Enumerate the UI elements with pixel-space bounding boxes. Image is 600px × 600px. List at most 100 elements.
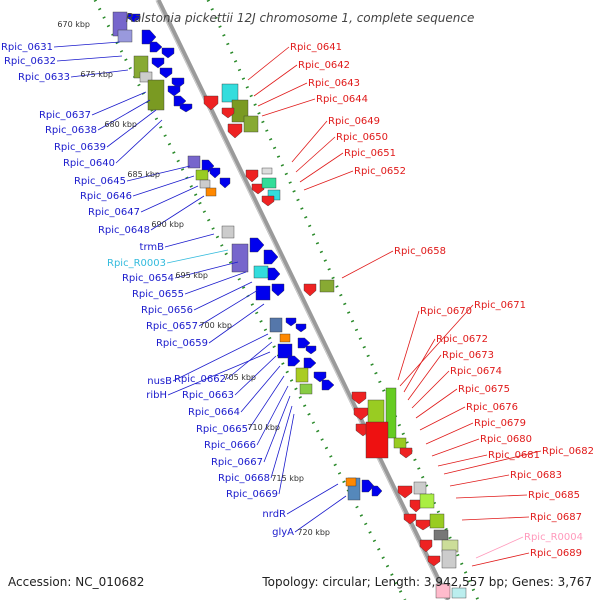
gene-feature-block	[127, 13, 141, 23]
gene-label-rpic-0681[interactable]: Rpic_0681	[488, 450, 540, 461]
gene-feature-block	[433, 529, 449, 541]
gene-label-ribh[interactable]: ribH	[146, 390, 167, 401]
leader-line	[253, 64, 298, 97]
gene-label-trmb[interactable]: trmB	[140, 242, 165, 253]
leader-line	[443, 450, 542, 475]
gene-features	[112, 11, 467, 599]
gene-label-rpic-0657[interactable]: Rpic_0657	[146, 321, 198, 332]
gene-label-rpic-0662[interactable]: Rpic_0662	[174, 374, 226, 385]
gene-label-rpic-0632[interactable]: Rpic_0632	[4, 56, 56, 67]
leader-line	[291, 120, 328, 163]
gene-label-rpic-0640[interactable]: Rpic_0640	[63, 158, 115, 169]
gene-feature-block	[263, 249, 279, 265]
gene-label-rpic-0658[interactable]: Rpic_0658	[394, 246, 446, 257]
gene-label-rpic-0647[interactable]: Rpic_0647	[88, 207, 140, 218]
gene-label-rpic-0676[interactable]: Rpic_0676	[466, 402, 518, 413]
gene-feature-block	[231, 243, 249, 273]
kbp-tick-label: 705 kbp	[223, 373, 256, 382]
leader-line	[407, 354, 442, 401]
gene-label-rpic-0655[interactable]: Rpic_0655	[132, 289, 184, 300]
gene-label-rpic-0659[interactable]: Rpic_0659	[156, 338, 208, 349]
gene-label-rpic-0663[interactable]: Rpic_0663	[182, 390, 234, 401]
leader-line	[415, 388, 458, 419]
gene-label-rpic-0670[interactable]: Rpic_0670	[420, 306, 472, 317]
leader-line	[198, 289, 259, 327]
gene-label-rpic-0675[interactable]: Rpic_0675	[458, 384, 510, 395]
gene-label-rpic-r0004[interactable]: Rpic_R0004	[524, 532, 583, 543]
gene-label-rpic-0674[interactable]: Rpic_0674	[450, 366, 502, 377]
gene-label-glya[interactable]: glyA	[272, 527, 294, 538]
gene-label-rpic-0651[interactable]: Rpic_0651	[344, 148, 396, 159]
gene-label-rpic-0648[interactable]: Rpic_0648	[98, 225, 150, 236]
leader-line	[56, 55, 123, 62]
gene-feature-block	[173, 95, 187, 107]
gene-label-rpic-0650[interactable]: Rpic_0650	[336, 132, 388, 143]
gene-feature-block	[419, 493, 435, 509]
gene-feature-block	[261, 177, 277, 189]
gene-label-rpic-0645[interactable]: Rpic_0645	[74, 176, 126, 187]
gene-feature-block	[139, 71, 153, 83]
kbp-tick-label: 700 kbp	[199, 321, 232, 330]
gene-feature-block	[277, 343, 293, 359]
label-leader-lines	[53, 41, 542, 567]
gene-feature-block	[171, 77, 185, 89]
gene-label-rpic-0646[interactable]: Rpic_0646	[80, 191, 132, 202]
gene-label-rpic-0683[interactable]: Rpic_0683	[510, 470, 562, 481]
gene-label-rpic-0685[interactable]: Rpic_0685	[528, 490, 580, 501]
leader-line	[172, 333, 269, 382]
gene-label-rpic-0664[interactable]: Rpic_0664	[188, 407, 240, 418]
leader-line	[248, 375, 285, 430]
gene-feature-block	[219, 177, 231, 189]
topology-text: Topology: circular; Length: 3,942,557 bp…	[261, 575, 592, 589]
leader-line	[261, 98, 316, 117]
gene-label-rpic-0639[interactable]: Rpic_0639	[54, 142, 106, 153]
gene-label-rpic-0641[interactable]: Rpic_0641	[290, 42, 342, 53]
gene-label-rpic-0633[interactable]: Rpic_0633	[18, 72, 70, 83]
gene-label-rpic-0667[interactable]: Rpic_0667	[211, 457, 263, 468]
gene-label-rpic-0680[interactable]: Rpic_0680	[480, 434, 532, 445]
leader-line	[247, 46, 290, 81]
leader-line	[341, 250, 394, 279]
gene-label-rpic-0652[interactable]: Rpic_0652	[354, 166, 406, 177]
gene-label-rpic-0682[interactable]: Rpic_0682	[542, 446, 594, 457]
gene-label-rpic-r0003[interactable]: Rpic_R0003	[107, 258, 166, 269]
gene-label-rpic-0673[interactable]: Rpic_0673	[442, 350, 494, 361]
gene-label-rpic-0644[interactable]: Rpic_0644	[316, 94, 368, 105]
gene-feature-block	[205, 187, 217, 197]
leader-line	[193, 281, 253, 311]
gene-label-rpic-0654[interactable]: Rpic_0654	[122, 273, 174, 284]
gene-label-rpic-0638[interactable]: Rpic_0638	[45, 125, 97, 136]
gene-label-rpic-0668[interactable]: Rpic_0668	[218, 473, 270, 484]
gene-label-nrdr[interactable]: nrdR	[262, 509, 286, 520]
gene-label-rpic-0631[interactable]: Rpic_0631	[1, 42, 53, 53]
gene-feature-block	[351, 391, 367, 405]
gene-label-rpic-0643[interactable]: Rpic_0643	[308, 78, 360, 89]
leader-line	[411, 370, 450, 409]
gene-label-rpic-0687[interactable]: Rpic_0687	[530, 512, 582, 523]
gene-label-rpic-0665[interactable]: Rpic_0665	[196, 424, 248, 435]
gene-feature-block	[203, 95, 219, 111]
gene-label-rpic-0642[interactable]: Rpic_0642	[298, 60, 350, 71]
gene-label-rpic-0671[interactable]: Rpic_0671	[474, 300, 526, 311]
gene-feature-block	[187, 155, 201, 169]
leader-line	[91, 91, 147, 116]
gene-feature-block	[287, 355, 301, 367]
gene-label-rpic-0689[interactable]: Rpic_0689	[530, 548, 582, 559]
gene-feature-block	[361, 479, 375, 493]
gene-label-rpic-0669[interactable]: Rpic_0669	[226, 489, 278, 500]
gene-label-rpic-0649[interactable]: Rpic_0649	[328, 116, 380, 127]
gene-label-rpic-0656[interactable]: Rpic_0656	[141, 305, 193, 316]
gene-label-rpic-0679[interactable]: Rpic_0679	[474, 418, 526, 429]
gene-label-rpic-0666[interactable]: Rpic_0666	[204, 440, 256, 451]
gene-feature-block	[261, 195, 275, 207]
gene-label-nusb[interactable]: nusB	[147, 376, 172, 387]
gene-label-rpic-0637[interactable]: Rpic_0637	[39, 110, 91, 121]
right-gene-labels: Rpic_0641Rpic_0642Rpic_0643Rpic_0644Rpic…	[290, 42, 594, 559]
kbp-tick-label: 675 kbp	[80, 70, 113, 79]
kbp-tick-label: 715 kbp	[271, 474, 304, 483]
gene-label-rpic-0672[interactable]: Rpic_0672	[436, 334, 488, 345]
gene-feature-block	[397, 485, 413, 499]
leader-line	[70, 69, 129, 78]
gene-feature-block	[413, 481, 427, 495]
